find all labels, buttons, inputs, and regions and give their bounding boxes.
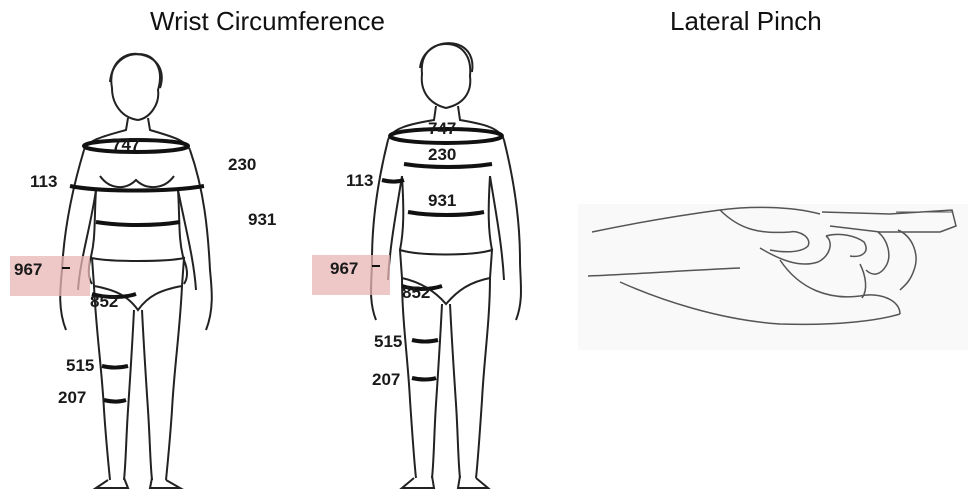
pinch-panel <box>578 204 968 350</box>
male-left-foot <box>402 476 434 488</box>
male-label-chest: 230 <box>428 145 456 164</box>
male-right-foot <box>458 476 488 488</box>
female-label-chest: 113 <box>30 172 57 191</box>
female-label-calf: 515 <box>66 356 94 375</box>
female-right-foot <box>150 478 180 488</box>
female-left-arm <box>60 150 84 330</box>
male-figure <box>371 43 521 488</box>
female-label-wrist: 967 <box>14 260 42 279</box>
female-label-floating-a: 230 <box>228 155 256 174</box>
male-label-shoulder: 747 <box>428 119 456 138</box>
female-bust <box>100 176 174 187</box>
female-label-thigh: 852 <box>90 292 118 311</box>
male-hair <box>420 43 472 72</box>
female-right-leg-inner <box>142 310 152 480</box>
male-right-arm-inner <box>490 176 504 280</box>
male-label-waist: 931 <box>428 191 456 210</box>
female-hair <box>110 54 162 88</box>
lateral-pinch-illustration <box>578 204 968 350</box>
male-label-thigh: 852 <box>402 283 430 302</box>
male-left-leg-inner <box>432 304 442 478</box>
female-left-leg-outer <box>94 286 110 480</box>
male-label-ankle: 207 <box>372 370 400 389</box>
female-right-arm <box>190 150 212 330</box>
female-waist-band <box>96 222 180 225</box>
male-arm-band <box>382 180 404 182</box>
female-head-outline <box>111 54 160 120</box>
male-label-calf: 515 <box>374 332 402 351</box>
male-chest-band <box>404 164 492 167</box>
female-label-shoulder: 747 <box>112 135 140 154</box>
male-ankle-band <box>412 378 436 380</box>
female-right-leg-outer <box>166 286 182 480</box>
male-left-arm-inner <box>388 176 402 280</box>
male-right-arm <box>504 140 521 320</box>
male-head-outline <box>422 44 471 108</box>
female-chest-band <box>70 186 204 191</box>
female-ankle-band <box>104 400 126 402</box>
male-label-arm: 113 <box>346 171 373 190</box>
male-label-wrist: 967 <box>330 259 358 278</box>
female-left-leg-inner <box>124 310 134 480</box>
female-calf-band <box>102 366 128 368</box>
female-label-ankle: 207 <box>58 388 86 407</box>
female-label-floating-b: 931 <box>248 210 276 229</box>
male-right-leg-inner <box>450 304 460 478</box>
male-right-leg-outer <box>476 278 490 478</box>
male-calf-band <box>412 340 438 342</box>
male-waist-band <box>408 212 484 215</box>
